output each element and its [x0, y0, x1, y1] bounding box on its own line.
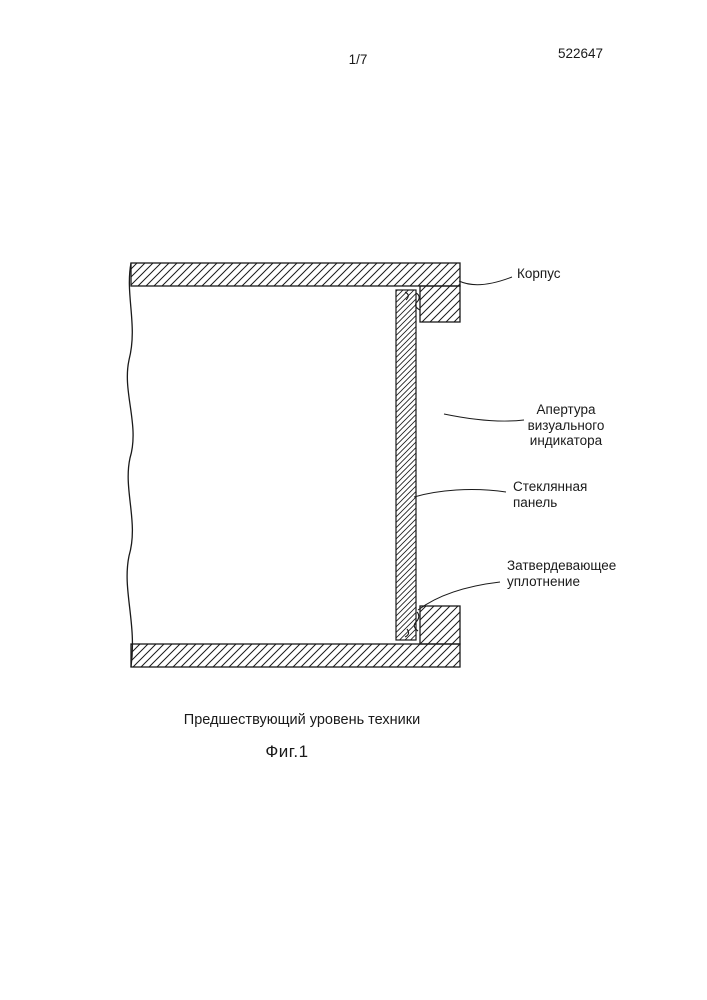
- aperture-label: Апертура визуального индикатора: [516, 402, 616, 449]
- leader-line-glass-panel: [413, 489, 507, 498]
- housing-right-wall-upper: [419, 285, 461, 323]
- seal-bottom: [404, 611, 420, 638]
- glass-panel: [395, 289, 417, 641]
- figure-caption: Предшествующий уровень техники: [183, 712, 421, 728]
- housing-top-wall: [130, 262, 461, 287]
- housing-bottom-wall: [130, 643, 461, 668]
- leader-line-seal: [417, 581, 501, 611]
- glass-panel-label-line2: панель: [513, 494, 558, 510]
- glass-panel-label-line1: Стеклянная: [513, 479, 588, 494]
- seal-label-line2: уплотнение: [507, 573, 580, 589]
- housing-label: Корпус: [517, 266, 561, 281]
- seal-top: [404, 291, 421, 311]
- break-line: [126, 262, 134, 668]
- seal-label: Затвердевающее уплотнение: [507, 558, 616, 589]
- leader-line-housing: [458, 276, 513, 286]
- aperture-label-line1: Апертура: [536, 402, 596, 417]
- sheet-number: 1/7: [348, 52, 368, 67]
- housing-right-wall-lower: [419, 605, 461, 645]
- aperture-label-line3: индикатора: [529, 433, 603, 448]
- aperture-label-line2: визуального: [527, 417, 605, 433]
- leader-line-aperture: [443, 413, 525, 422]
- glass-panel-label: Стеклянная панель: [513, 479, 587, 510]
- patent-number: 522647: [558, 46, 604, 61]
- figure-number: Фиг.1: [265, 742, 309, 761]
- seal-label-line1: Затвердевающее: [507, 558, 617, 573]
